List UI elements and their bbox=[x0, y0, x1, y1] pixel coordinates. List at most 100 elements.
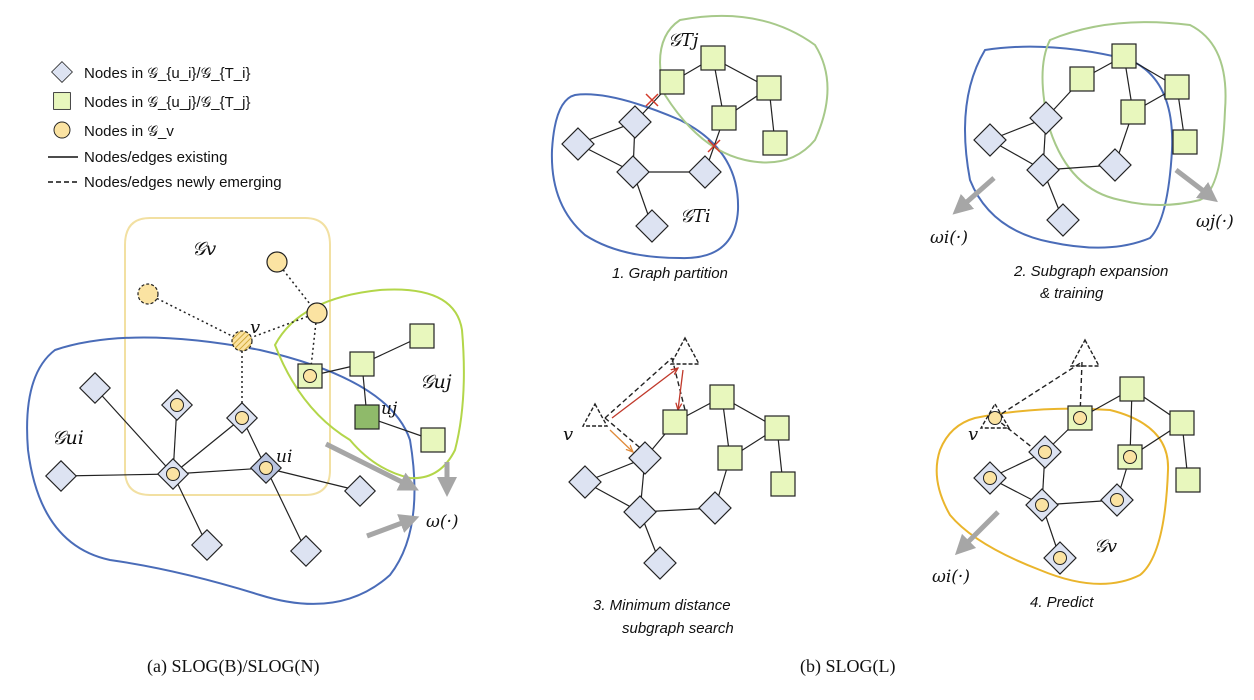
label-v: v bbox=[968, 424, 978, 445]
region-g-v bbox=[935, 407, 1170, 585]
step3-title-line1: 3. Minimum distance bbox=[593, 597, 731, 614]
label-uj: uj bbox=[381, 399, 398, 419]
node-v-hatched bbox=[231, 330, 253, 352]
node-circle bbox=[266, 251, 288, 273]
node-diamond bbox=[616, 155, 650, 189]
panel-b-step1: 𝒢Tj 𝒢Ti 1. Graph partition bbox=[550, 14, 829, 282]
node-diamond bbox=[628, 441, 662, 475]
cut-cross-icon bbox=[645, 93, 721, 153]
node-square bbox=[420, 427, 446, 453]
caption-a: (a) SLOG(B)/SLOG(N) bbox=[147, 656, 319, 677]
node-square bbox=[659, 69, 685, 95]
node-square bbox=[711, 105, 737, 131]
node-square bbox=[770, 471, 796, 497]
edges-a bbox=[60, 335, 434, 552]
new-node-triangle bbox=[669, 336, 701, 365]
label-omega-i: ωi(·) bbox=[932, 567, 970, 587]
node-square bbox=[1111, 43, 1137, 69]
node-diamond bbox=[688, 155, 722, 189]
node-diamond bbox=[1026, 153, 1060, 187]
node-diamond bbox=[344, 475, 376, 507]
node-circle-inner bbox=[983, 471, 997, 485]
label-g-v: 𝒢v bbox=[1094, 536, 1117, 557]
node-square bbox=[349, 351, 375, 377]
arrows-a bbox=[324, 441, 457, 539]
search-arrow-red bbox=[678, 369, 684, 410]
legend-circle-label: Nodes in 𝒢_v bbox=[84, 123, 174, 140]
label-g-ui: 𝒢ui bbox=[52, 427, 84, 449]
label-omega: ω(·) bbox=[426, 512, 459, 532]
node-diamond bbox=[698, 491, 732, 525]
node-square bbox=[1119, 376, 1145, 402]
label-g-tj: 𝒢Tj bbox=[668, 30, 699, 51]
panel-b-step4: v 𝒢v ωi(·) 4. Predict bbox=[932, 338, 1201, 611]
legend-diamond-label: Nodes in 𝒢_{u_i}/𝒢_{T_i} bbox=[84, 65, 250, 82]
node-square bbox=[409, 323, 435, 349]
node-diamond bbox=[973, 123, 1007, 157]
node-square bbox=[662, 409, 688, 435]
search-arrow-red bbox=[611, 368, 678, 419]
label-v: v bbox=[250, 317, 260, 338]
caption-b: (b) SLOG(L) bbox=[800, 656, 895, 677]
node-diamond bbox=[45, 460, 77, 492]
label-g-ti: 𝒢Ti bbox=[680, 206, 711, 227]
node-square bbox=[1164, 74, 1190, 100]
node-diamond bbox=[623, 495, 657, 529]
new-node-triangle bbox=[1069, 338, 1101, 367]
node-circle-inner bbox=[1123, 450, 1137, 464]
new-node-triangle bbox=[581, 402, 609, 427]
node-square bbox=[762, 130, 788, 156]
legend: Nodes in 𝒢_{u_i}/𝒢_{T_i} Nodes in 𝒢_{u_j… bbox=[48, 61, 282, 191]
node-uj-square bbox=[354, 404, 380, 430]
node-diamond bbox=[643, 546, 677, 580]
node-circle-inner bbox=[166, 467, 180, 481]
panel-a: 𝒢v 𝒢ui 𝒢uj v ui uj ω(·) (a) SLOG(B)/SLOG… bbox=[26, 217, 465, 677]
legend-dashed-label: Nodes/edges newly emerging bbox=[84, 174, 282, 191]
label-omega-j: ωj(·) bbox=[1196, 212, 1234, 232]
legend-solid-label: Nodes/edges existing bbox=[84, 149, 227, 166]
node-circle-inner bbox=[988, 411, 1002, 425]
node-square bbox=[764, 415, 790, 441]
node-diamond bbox=[561, 127, 595, 161]
region-g-uj bbox=[273, 288, 465, 480]
node-square bbox=[1169, 410, 1195, 436]
label-ui: ui bbox=[276, 447, 292, 467]
node-square bbox=[1175, 467, 1201, 493]
square-legend-icon bbox=[53, 92, 71, 110]
node-circle-inner bbox=[303, 369, 317, 383]
region-g-v bbox=[124, 217, 331, 496]
node-circle-inner bbox=[170, 398, 184, 412]
node-circle bbox=[306, 302, 328, 324]
node-square bbox=[717, 445, 743, 471]
step2-title-line2: & training bbox=[1040, 285, 1104, 302]
step2-title-line1: 2. Subgraph expansion bbox=[1013, 263, 1168, 280]
node-circle-inner bbox=[1110, 493, 1124, 507]
circle-legend-icon bbox=[53, 121, 71, 139]
node-square bbox=[709, 384, 735, 410]
panel-b-step2: ωi(·) ωj(·) 2. Subgraph expansion & trai… bbox=[930, 21, 1234, 302]
panel-b-step3: v 3. Minimum distance subgraph search bbox=[563, 336, 796, 637]
node-circle-inner bbox=[1035, 498, 1049, 512]
node-circle-inner bbox=[1038, 445, 1052, 459]
node-circle-inner bbox=[1053, 551, 1067, 565]
new-node-triangle bbox=[979, 402, 1011, 429]
step4-title: 4. Predict bbox=[1030, 594, 1094, 611]
node-circle-inner bbox=[235, 411, 249, 425]
node-diamond bbox=[79, 372, 111, 404]
node-diamond bbox=[568, 465, 602, 499]
region-g-ui bbox=[26, 336, 416, 605]
node-circle-inner bbox=[1073, 411, 1087, 425]
node-square bbox=[700, 45, 726, 71]
node-circle-inner bbox=[259, 461, 273, 475]
search-arrow-orange bbox=[609, 429, 633, 452]
label-g-v: 𝒢v bbox=[192, 238, 217, 260]
node-diamond bbox=[290, 535, 322, 567]
node-diamond bbox=[1046, 203, 1080, 237]
step1-title: 1. Graph partition bbox=[612, 265, 728, 282]
label-v: v bbox=[563, 424, 573, 445]
node-diamond bbox=[618, 105, 652, 139]
legend-square-label: Nodes in 𝒢_{u_j}/𝒢_{T_j} bbox=[84, 94, 250, 111]
step3-title-line2: subgraph search bbox=[622, 620, 734, 637]
node-square bbox=[1172, 129, 1198, 155]
